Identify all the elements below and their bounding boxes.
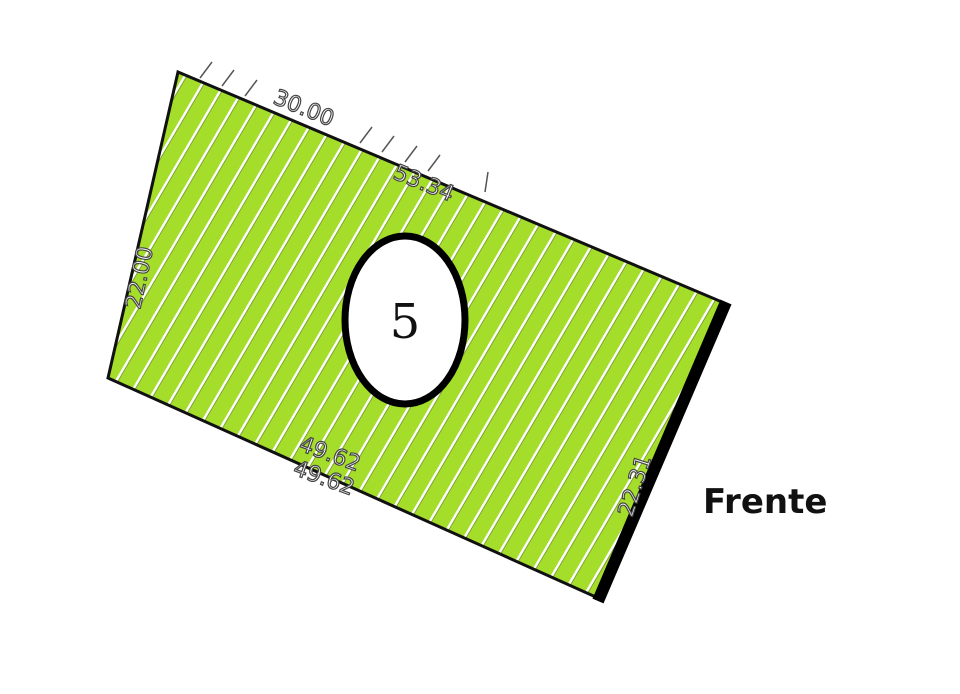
hatch-line-shadow [108,72,297,598]
hatch-line [108,72,384,598]
hatch-line [108,72,230,598]
hatch-line-shadow [858,40,960,620]
hatch-line-shadow [483,72,722,598]
hatch-line-shadow [108,72,253,598]
hatch-line [878,40,960,620]
hatch-line-shadow [439,72,722,598]
hatch-line [678,72,722,598]
hatch-line [790,40,960,620]
hatch-line-shadow [770,40,960,620]
front-boundary [592,299,732,604]
hatch-line-shadow [108,72,319,598]
hatch-line-shadow [461,72,722,598]
lot-number-circle [341,232,469,408]
hatch-line [900,40,960,620]
lot-number: 5 [390,294,421,350]
hatch-line-shadow [792,40,960,620]
frente-label: Frente [703,482,828,522]
hatch-line-shadow [924,40,960,620]
hatch-line [108,72,274,598]
hatch-line [502,72,722,598]
hatch-line-shadow [836,40,960,620]
hatch-line [480,72,722,598]
hatch-line [108,72,252,598]
hatch-line-shadow [902,40,960,620]
hatch-line-shadow [814,40,960,620]
hatch-line [922,40,960,620]
hatch-line [746,40,960,620]
hatch-line-shadow [703,72,722,598]
hatch-line-shadow [505,72,722,598]
hatch-line-shadow [108,72,231,598]
hatch-line-shadow [108,72,341,598]
hatch-line [812,40,960,620]
hatch-line [724,40,960,620]
hatch-line-shadow [681,72,722,598]
hatch-line-shadow [527,72,722,598]
hatch-line-shadow [108,72,275,598]
hatch-line [458,72,722,598]
hatch-line [108,72,362,598]
hatch-line [524,72,722,598]
hatch-line-shadow [748,40,960,620]
hatch-line [944,40,960,620]
hatch-line [108,72,340,598]
hatch-line [108,72,318,598]
hatch-line [856,40,960,620]
hatch-line-shadow [108,72,363,598]
hatch-line [700,72,722,598]
hatch-line-shadow [880,40,960,620]
hatch-line-shadow [946,40,960,620]
hatch-line [834,40,960,620]
top-boundary-marks [199,61,489,193]
hatch-line-shadow [726,40,960,620]
hatch-line [768,40,960,620]
hatch-line [108,72,296,598]
